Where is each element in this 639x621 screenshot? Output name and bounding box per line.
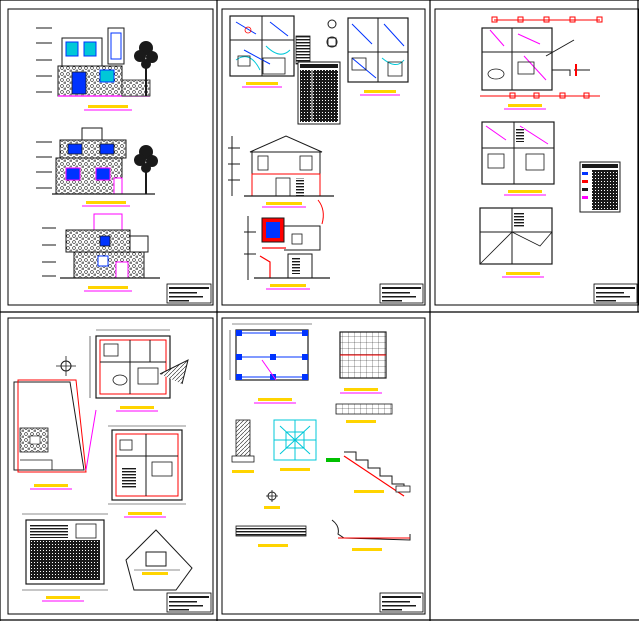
title-bar-sheet5-6 [354,490,384,493]
footing-detail [273,419,317,471]
foundation-plan [229,323,312,404]
site-plan-3 [480,27,600,110]
side-elevation [42,213,160,292]
sheet-2-border [221,8,426,306]
title-bar-section-1 [266,202,302,205]
title-bar-sheet4-2 [34,484,68,487]
title-block-4 [166,592,212,613]
floor-plan-3 [481,121,555,196]
title-bar-ff-plan [364,90,396,93]
front-elevation [36,27,158,111]
roof-plan-3 [479,207,553,278]
title-bar-sheet5-4 [232,470,254,473]
side-section [244,199,330,290]
stair-detail [326,451,411,497]
title-block-3 [593,283,638,304]
title-bar-sheet4-5 [142,572,168,575]
title-bar-sheet5-3 [346,420,376,423]
title-bar-sheet4-3 [128,512,162,515]
title-block-2 [379,283,424,304]
tree-rear [134,145,158,194]
title-bar-sheet3-2 [508,190,542,193]
dimension-string-top [491,16,603,23]
title-bar-front-elev [88,105,128,108]
sheet-4-site-plans [13,329,193,602]
sheet-3-plans [479,16,621,278]
title-blocks [166,283,638,613]
site-plan-4 [13,356,97,490]
title-bar-side-elev [88,286,128,289]
slab-grid [335,331,393,423]
title-bar-section-2 [270,284,306,287]
title-block-1 [166,283,212,304]
title-bar-sheet5-5 [280,468,310,471]
schedule-table-3 [579,161,621,213]
sheet-1-border [7,8,214,306]
tree-front [134,41,158,96]
title-bar-sheet4-4 [46,596,80,599]
title-bar-sheet4-1 [120,406,154,409]
location-sketch-4 [125,529,193,591]
sheet-borders [7,8,639,615]
title-bar-gf-plan [246,82,278,85]
sheet-1-elevations [36,27,160,292]
beam-elevation [235,525,307,547]
sheet-5-border [221,317,426,615]
beam-section [264,490,280,509]
title-bar-sheet3-1 [508,104,542,107]
roof-plan-4 [22,513,108,602]
rear-elevation [36,127,158,207]
retaining-wall-detail [331,519,411,551]
front-section [228,135,334,208]
title-bar-sheet5-2 [344,388,378,391]
first-plan-4 [108,425,186,518]
title-block-5 [379,592,424,613]
title-bar-sheet3-3 [506,272,540,275]
sheet-3-border [434,8,639,306]
sheet-4-border [7,317,214,615]
door-window-schedule [297,61,341,125]
first-floor-plan [347,17,409,96]
column-detail [231,419,255,473]
sheet-5-structural [229,323,411,551]
title-bar-rear-elev [86,201,126,204]
ground-plan-4 [89,329,189,412]
title-bar-sheet5-7 [258,544,288,547]
title-bar-sheet5-8 [352,548,382,551]
sheet-2-plans-sections [228,15,409,290]
title-bar-sheet5-1 [258,398,292,401]
